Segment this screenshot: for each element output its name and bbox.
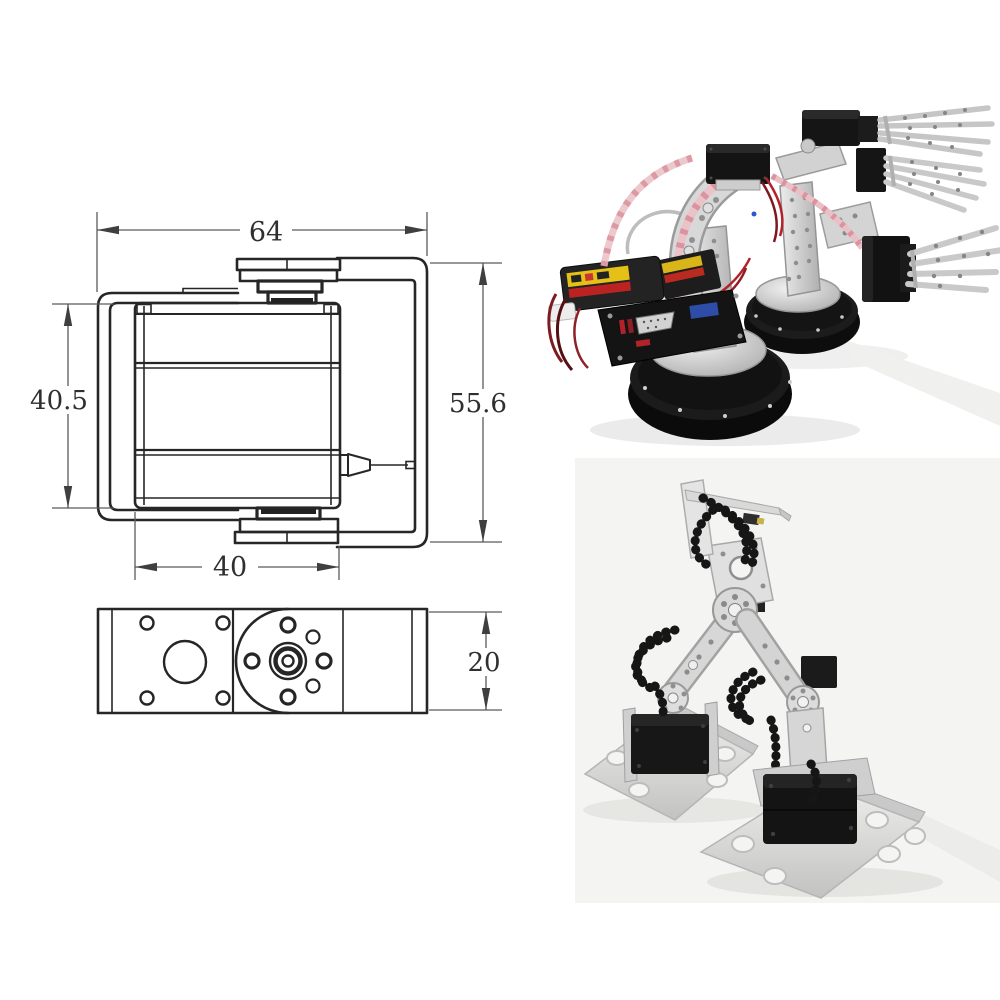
gripper-middle (856, 148, 987, 213)
robot-arm-right (775, 105, 995, 297)
photo-robot-arms (547, 105, 1000, 446)
bracket-right (335, 256, 429, 549)
gripper-upper (858, 105, 995, 157)
dimension-label-bottom-width: 40 (213, 552, 247, 583)
shoulder-plate (775, 141, 847, 181)
dimension-top-width: 64 (96, 212, 428, 292)
cable-looms-head (690, 493, 759, 575)
servo-top-left (706, 144, 770, 184)
dimension-label-right-height: 55.6 (449, 389, 507, 419)
dimension-label-top-width: 64 (249, 217, 283, 248)
battery-pack (548, 255, 665, 322)
dimension-bottom-width: 40 (134, 512, 340, 583)
biped-left-leg (631, 610, 739, 723)
dimension-label-side-height: 20 (467, 648, 500, 678)
servo-wrist (862, 236, 910, 302)
led-blue (751, 211, 757, 217)
servo-wire-connector (339, 453, 416, 477)
dimension-side-height: 20 (429, 611, 502, 711)
dimension-label-left-height: 40.5 (30, 386, 88, 416)
pcb-blue-module (689, 302, 719, 319)
output-spline (243, 616, 333, 706)
servo-right-foot (752, 757, 876, 844)
case-hole (162, 639, 208, 685)
servo-left-foot (622, 701, 720, 783)
perforations-right (786, 195, 813, 282)
photo-biped-robot (575, 458, 1000, 903)
maroon-wires (547, 293, 589, 371)
db9-connector (635, 311, 675, 335)
plug-connector (742, 512, 760, 526)
dimension-right-height: 55.6 (430, 262, 507, 543)
gripper-lower (770, 173, 1000, 302)
servo-bottom-view (96, 607, 429, 715)
servo-body (133, 301, 342, 510)
bracket-left (96, 287, 240, 522)
biped-head (680, 479, 792, 575)
dimension-left-height: 40.5 (30, 303, 114, 509)
mounting-screw-holes (139, 615, 231, 706)
biped-right-leg (726, 608, 837, 781)
servo-horn-top (235, 257, 342, 305)
servo-dimension-drawing: 64 40.5 55.6 40 (30, 212, 507, 715)
control-board-assembly (547, 154, 747, 371)
base-screws (643, 380, 792, 418)
servo-horn-bottom (233, 506, 340, 545)
servo-side-view (96, 256, 429, 549)
battery-back (657, 249, 722, 300)
